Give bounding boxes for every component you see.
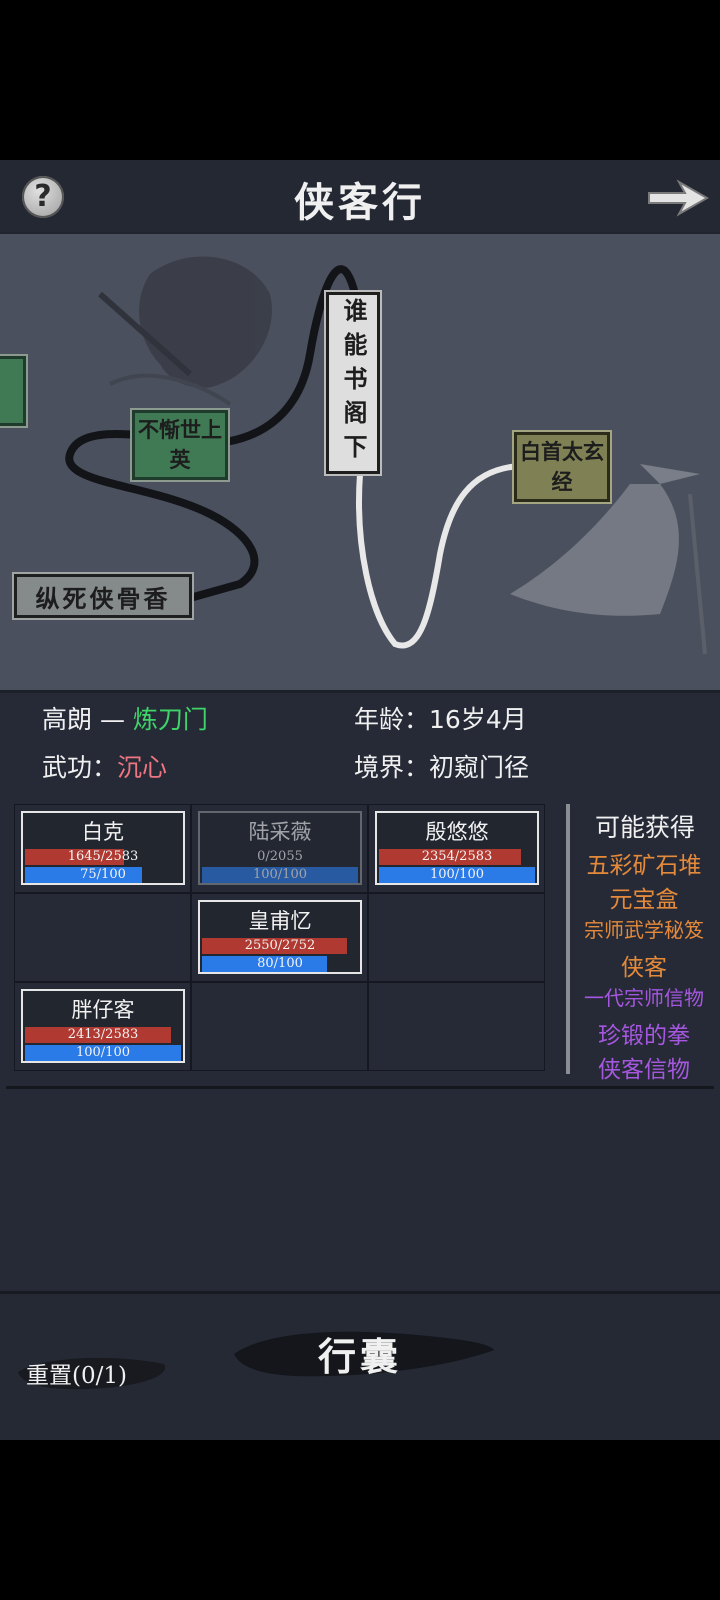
map-background (65, 256, 707, 655)
member-name: 白克 (82, 820, 124, 844)
party-slot[interactable]: 陆采薇 0/2055 100/100 (191, 804, 368, 893)
mp-bar: 100/100 (379, 867, 535, 883)
hp-text: 0/2055 (257, 849, 303, 864)
name-separator: — (99, 705, 125, 734)
mp-bar: 100/100 (202, 867, 358, 883)
mp-text: 100/100 (252, 867, 307, 882)
skill-label: 武功： (42, 753, 118, 782)
help-icon[interactable]: ? (22, 176, 64, 218)
hp-bar: 2354/2583 (379, 849, 535, 865)
brush-stroke-decoration (234, 1331, 494, 1377)
party-slot[interactable]: 皇甫忆 2550/2752 80/100 (191, 893, 368, 982)
hp-bar: 1645/2583 (25, 849, 181, 865)
mp-bar: 100/100 (25, 1045, 181, 1061)
arrow-right-icon[interactable] (645, 176, 709, 220)
map-node-zongsi[interactable]: 纵死侠骨香 (12, 572, 194, 620)
brush-stroke-decoration (18, 1357, 166, 1390)
character-age-row: 年龄：16岁4月 (354, 700, 527, 736)
swordsman-figure-left (98, 256, 272, 406)
age-label: 年龄： (354, 705, 430, 734)
hp-bar: 2413/2583 (25, 1027, 181, 1043)
party-card-defeated[interactable]: 陆采薇 0/2055 100/100 (198, 811, 362, 885)
character-realm-row: 境界：初窥门径 (354, 748, 529, 784)
hp-text: 2354/2583 (421, 849, 493, 864)
mp-bar: 75/100 (25, 867, 181, 883)
hp-text: 2413/2583 (67, 1027, 139, 1042)
reward-item[interactable]: 珍锻的拳 (598, 1023, 690, 1049)
party-card[interactable]: 殷悠悠 2354/2583 100/100 (375, 811, 539, 885)
map-node-shuineng[interactable]: 谁能书阁下 (324, 290, 382, 476)
journey-map: 不惭世上英 纵死侠骨香 谁能书阁下 白首太玄经 (0, 232, 720, 693)
page-title: 侠客行 (294, 179, 426, 226)
reward-item[interactable]: 一代宗师信物 (584, 986, 704, 1010)
hp-bar: 0/2055 (202, 849, 358, 865)
character-skill-row: 武功：沉心 (42, 748, 167, 784)
map-node-left-edge[interactable] (0, 354, 28, 428)
skill-value: 沉心 (117, 753, 168, 782)
rewards-title: 可能获得 (594, 813, 695, 842)
party-card[interactable]: 皇甫忆 2550/2752 80/100 (198, 900, 362, 974)
party-slot[interactable]: 白克 1645/2583 75/100 (14, 804, 191, 893)
party-card[interactable]: 胖仔客 2413/2583 100/100 (21, 989, 185, 1063)
bottom-bar: 行囊 重置(0/1) (0, 1291, 720, 1440)
party-card[interactable]: 白克 1645/2583 75/100 (21, 811, 185, 885)
section-divider (6, 1086, 714, 1089)
party-grid: 白克 1645/2583 75/100 陆采薇 0/2055 100/100 殷… (14, 804, 554, 1074)
character-name: 高朗 (42, 705, 93, 734)
possible-rewards-panel: 可能获得 五彩矿石堆 元宝盒 宗师武学秘笈 侠客 一代宗师信物 珍锻的拳 侠客信… (566, 804, 720, 1083)
member-name: 皇甫忆 (248, 909, 312, 933)
member-name: 殷悠悠 (425, 820, 489, 844)
reward-item[interactable]: 宗师武学秘笈 (584, 918, 704, 942)
character-sect: 炼刀门 (132, 705, 208, 734)
party-slot-empty[interactable] (14, 893, 191, 982)
hp-bar: 2550/2752 (202, 938, 358, 954)
character-name-row: 高朗 — 炼刀门 (42, 700, 208, 736)
mp-text: 100/100 (75, 1045, 130, 1060)
mp-bar: 80/100 (202, 956, 358, 972)
mp-text: 80/100 (257, 956, 303, 971)
member-name: 胖仔客 (71, 998, 135, 1022)
game-screen: ? 侠客行 不惭世上英 纵死侠骨香 谁能书阁下 白首太玄经 (0, 160, 720, 1440)
reward-item[interactable]: 侠客信物 (598, 1057, 690, 1083)
mp-text: 100/100 (429, 867, 484, 882)
bag-button[interactable]: 行囊 (317, 1334, 402, 1379)
mp-text: 75/100 (80, 867, 126, 882)
swordsman-figure-right (510, 464, 707, 655)
reward-item[interactable]: 五彩矿石堆 (586, 853, 702, 879)
reward-item[interactable]: 侠客 (621, 955, 667, 981)
party-slot-empty[interactable] (368, 893, 545, 982)
map-node-buchishi[interactable]: 不惭世上英 (130, 408, 230, 482)
header-bar: ? 侠客行 (0, 160, 720, 232)
reset-button[interactable]: 重置(0/1) (26, 1363, 127, 1389)
member-name: 陆采薇 (248, 820, 312, 844)
party-slot-empty[interactable] (368, 982, 545, 1071)
party-slot-empty[interactable] (191, 982, 368, 1071)
map-node-baishou[interactable]: 白首太玄经 (512, 430, 612, 504)
reward-item[interactable]: 元宝盒 (609, 887, 679, 913)
age-value: 16岁4月 (429, 705, 527, 734)
realm-value: 初窥门径 (429, 753, 530, 782)
party-slot[interactable]: 殷悠悠 2354/2583 100/100 (368, 804, 545, 893)
hp-text: 2550/2752 (244, 938, 316, 953)
realm-label: 境界： (354, 753, 430, 782)
party-slot[interactable]: 胖仔客 2413/2583 100/100 (14, 982, 191, 1071)
hp-text: 1645/2583 (67, 849, 139, 864)
